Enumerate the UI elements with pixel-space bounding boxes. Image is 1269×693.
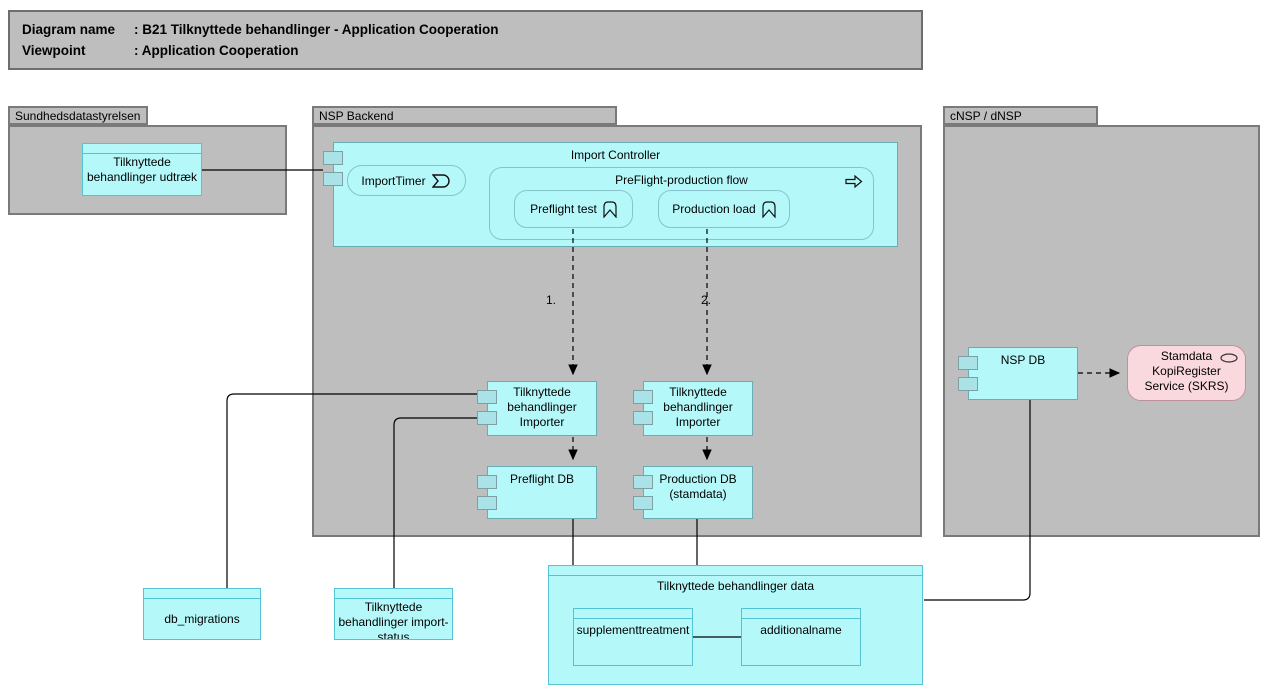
- node-label: PreFlight-production flow: [615, 173, 748, 187]
- node-db-migrations[interactable]: db_migrations: [143, 588, 261, 640]
- data-object-band: [574, 609, 692, 619]
- group-body-cnsp-dnsp[interactable]: [943, 125, 1260, 537]
- component-port-icon: [477, 411, 497, 425]
- node-label: Tilknyttede behandlinger udtræk: [86, 155, 198, 184]
- viewpoint-row: Viewpoint: Application Cooperation: [22, 40, 921, 61]
- node-label: Production load: [672, 202, 756, 216]
- diagram-name-value: B21 Tilknyttede behandlinger - Applicati…: [142, 22, 499, 37]
- group-tab-sundhedsdatastyrelsen[interactable]: Sundhedsdatastyrelsen: [8, 106, 148, 125]
- component-port-icon: [633, 411, 653, 425]
- component-port-icon: [477, 475, 497, 489]
- component-port-icon: [958, 356, 978, 370]
- component-port-icon: [323, 172, 343, 186]
- node-label: Preflight test: [530, 202, 597, 216]
- flow-sequence-label-2: 2.: [700, 293, 711, 307]
- node-preflight-db[interactable]: Preflight DB: [477, 466, 597, 519]
- service-icon: [1220, 353, 1238, 363]
- diagram-name-label: Diagram name: [22, 22, 116, 37]
- component-port-icon: [323, 151, 343, 165]
- node-tilknyttede-behandlinger-importer-left[interactable]: Tilknyttede behandlinger Importer: [477, 381, 597, 436]
- node-label: Tilknyttede behandlinger Importer: [663, 385, 733, 429]
- flow-sequence-label-1: 1.: [545, 293, 556, 307]
- node-supplementtreatment[interactable]: supplementtreatment: [573, 608, 693, 666]
- group-label-cnsp-dnsp: cNSP / dNSP: [950, 109, 1022, 123]
- function-icon: [762, 200, 776, 218]
- function-icon: [603, 200, 617, 218]
- viewpoint-separator: :: [134, 43, 139, 58]
- group-label-nsp-backend: NSP Backend: [319, 109, 394, 123]
- data-object-band: [144, 589, 260, 599]
- component-port-icon: [633, 390, 653, 404]
- node-label: Tilknyttede behandlinger data: [657, 579, 814, 593]
- node-label: NSP DB: [1000, 353, 1046, 367]
- node-label: Production DB (stamdata): [659, 472, 737, 501]
- component-port-icon: [633, 496, 653, 510]
- component-port-icon: [477, 496, 497, 510]
- group-label-sundhedsdatastyrelsen: Sundhedsdatastyrelsen: [15, 109, 141, 123]
- node-label: Tilknyttede behandlinger Importer: [507, 385, 577, 429]
- process-arrow-icon: [845, 175, 863, 188]
- node-tilknyttede-behandlinger-import-status[interactable]: Tilknyttede behandlinger import-status: [334, 588, 453, 640]
- viewpoint-value: Application Cooperation: [141, 43, 299, 58]
- node-label: Import Controller: [570, 148, 661, 162]
- node-label: supplementtreatment: [576, 623, 690, 637]
- node-tilknyttede-behandlinger-importer-right[interactable]: Tilknyttede behandlinger Importer: [633, 381, 753, 436]
- node-label: ImportTimer: [361, 173, 426, 188]
- data-object-band: [549, 566, 922, 576]
- node-label: Stamdata KopiRegister Service (SKRS): [1144, 349, 1229, 393]
- component-port-icon: [633, 475, 653, 489]
- node-label: Tilknyttede behandlinger import-status: [338, 600, 449, 640]
- diagram-name-separator: :: [134, 22, 139, 37]
- node-tilknyttede-behandlinger-udtraek[interactable]: Tilknyttede behandlinger udtræk: [82, 143, 202, 196]
- diagram-name-row: Diagram name: B21 Tilknyttede behandling…: [22, 19, 921, 40]
- component-port-icon: [958, 377, 978, 391]
- node-label: db_migrations: [164, 612, 240, 626]
- node-production-db[interactable]: Production DB (stamdata): [633, 466, 753, 519]
- node-label: additionalname: [760, 623, 842, 637]
- node-nsp-db[interactable]: NSP DB: [958, 347, 1078, 400]
- node-production-load[interactable]: Production load: [658, 190, 790, 228]
- node-stamdata-kopiregister-service-skrs[interactable]: Stamdata KopiRegister Service (SKRS): [1127, 345, 1246, 401]
- node-label: Preflight DB: [509, 472, 575, 486]
- event-icon: [431, 173, 450, 188]
- group-tab-nsp-backend[interactable]: NSP Backend: [312, 106, 617, 125]
- component-port-icon: [477, 390, 497, 404]
- data-object-band: [83, 144, 201, 154]
- group-tab-cnsp-dnsp[interactable]: cNSP / dNSP: [943, 106, 1098, 125]
- node-additionalname[interactable]: additionalname: [741, 608, 861, 666]
- viewpoint-label: Viewpoint: [22, 43, 86, 58]
- diagram-title-block: Diagram name: B21 Tilknyttede behandling…: [8, 10, 923, 70]
- node-import-timer[interactable]: ImportTimer: [347, 165, 466, 196]
- data-object-band: [742, 609, 860, 619]
- data-object-band: [335, 589, 452, 599]
- node-preflight-test[interactable]: Preflight test: [514, 190, 633, 228]
